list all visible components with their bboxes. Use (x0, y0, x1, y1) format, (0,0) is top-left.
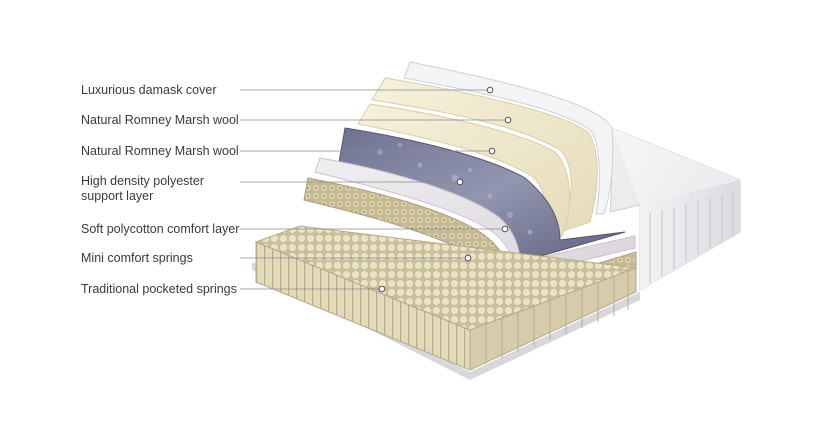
label-mini-springs: Mini comfort springs (81, 251, 193, 265)
leader-lines (240, 89, 506, 290)
leader-dots (378, 86, 512, 293)
leader-dot-pocket-springs (378, 285, 386, 293)
leader-dot-mini-springs (464, 254, 472, 262)
damask-cover-shape (403, 61, 741, 291)
label-damask-cover: Luxurious damask cover (81, 83, 217, 97)
polycotton-layer-shape (314, 157, 636, 277)
leader-dot-polycotton (501, 225, 509, 233)
leader-dot-wool-1 (504, 116, 512, 124)
leader-dot-cover (486, 86, 494, 94)
label-polyester-support: High density polyester support layer (81, 174, 204, 203)
label-wool-2: Natural Romney Marsh wool (81, 144, 239, 158)
leader-dot-wool-2 (488, 147, 496, 155)
label-polycotton-comfort: Soft polycotton comfort layer (81, 222, 240, 236)
label-wool-1: Natural Romney Marsh wool (81, 113, 239, 127)
leader-dot-polyester (456, 178, 464, 186)
pocket-springs-shape (254, 225, 637, 371)
label-pocketed-springs: Traditional pocketed springs (81, 282, 237, 296)
